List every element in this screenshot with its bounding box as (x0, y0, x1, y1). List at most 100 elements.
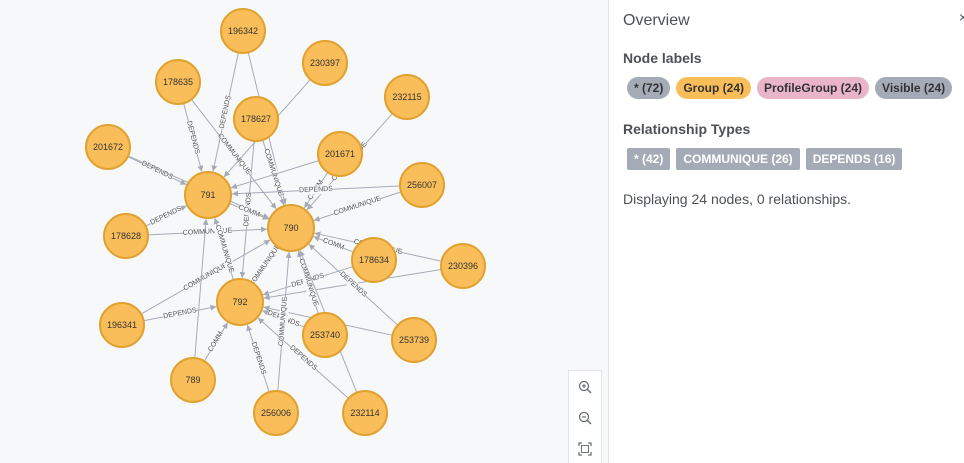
graph-node[interactable]: 790 (267, 204, 315, 252)
node-label: 201671 (325, 149, 355, 159)
relationship-edge[interactable] (230, 160, 320, 189)
graph-node[interactable]: 178635 (155, 59, 201, 105)
node_labels-chip[interactable]: Group (24) (676, 77, 752, 99)
graph-node[interactable]: 232114 (342, 390, 388, 436)
edge-label: DEPENDS (185, 120, 201, 155)
edge-label-background (162, 306, 198, 322)
node-circle[interactable] (220, 8, 266, 54)
relationship-edge[interactable]: DEPENDS (127, 156, 187, 186)
relationship_types-chip[interactable]: COMMUNIQUE (26) (676, 148, 800, 170)
node-label: 232115 (392, 92, 421, 102)
relationship-edge[interactable]: DEPENDS (143, 304, 217, 322)
graph-canvas[interactable]: DEPENDSCOMMUNIQUEDEPENDSQUECOMMUNIQUEDEP… (0, 0, 608, 463)
graph-node[interactable]: 256007 (399, 162, 445, 208)
relationship-edge[interactable]: DEPENDS (246, 324, 270, 393)
node-label: 178628 (111, 231, 141, 241)
edge-label-background (148, 204, 184, 228)
graph-node[interactable]: 201671 (317, 131, 363, 177)
graph-node[interactable]: 792 (216, 278, 264, 326)
edge-label-background (277, 297, 290, 346)
node-circle[interactable] (440, 243, 486, 289)
node-circle[interactable] (267, 204, 315, 252)
node-circle[interactable] (391, 317, 437, 363)
zoom-in-icon (578, 380, 592, 394)
edge-label: DEPENDS (163, 307, 198, 320)
edge-label-background (184, 119, 202, 156)
node-circle[interactable] (351, 237, 397, 283)
node-label: 791 (200, 190, 215, 200)
zoom-toolbar (568, 370, 602, 463)
graph-svg[interactable]: DEPENDSCOMMUNIQUEDEPENDSQUECOMMUNIQUEDEP… (0, 0, 608, 463)
edge-label: DEPENDS (149, 205, 183, 227)
relationship-edge[interactable] (194, 218, 209, 359)
fit-to-screen-button[interactable] (569, 433, 601, 463)
node-label: 792 (232, 297, 247, 307)
relationship-types-heading: Relationship Types (623, 121, 751, 137)
node_labels-chip[interactable]: ProfileGroup (24) (757, 77, 870, 99)
relationship_types-chip[interactable]: DEPENDS (16) (805, 148, 903, 170)
panel-divider (608, 0, 609, 463)
node-circle[interactable] (302, 40, 348, 86)
graph-node[interactable]: 178634 (351, 237, 397, 283)
edge-label-background (248, 243, 283, 288)
graph-node[interactable]: 178627 (233, 96, 279, 142)
graph-node[interactable]: 201672 (85, 124, 131, 170)
node_labels-chip[interactable]: * (72) (627, 77, 671, 99)
node-label: 256006 (261, 408, 291, 418)
relationship-edge[interactable]: COMM (313, 235, 354, 253)
node-circle[interactable] (342, 390, 388, 436)
edge-label: COMMUNIQUE (278, 296, 289, 346)
graph-node[interactable]: 230396 (440, 243, 486, 289)
node_labels-chip[interactable]: Visible (24) (875, 77, 953, 99)
edge-label-background (333, 194, 382, 218)
edge-label-background (183, 261, 229, 293)
graph-node[interactable]: 196342 (220, 8, 266, 54)
node-circle[interactable] (184, 171, 232, 219)
relationship-edge[interactable]: COMMUNIQUE (313, 191, 402, 222)
graph-node[interactable]: 230397 (302, 40, 348, 86)
node-circle[interactable] (399, 162, 445, 208)
edge-label-background (321, 236, 345, 253)
graph-node[interactable]: 253740 (302, 312, 348, 358)
node-circle[interactable] (317, 131, 363, 177)
zoom-in-button[interactable] (569, 371, 601, 402)
zoom-out-button[interactable] (569, 402, 601, 433)
edge-line[interactable] (194, 218, 209, 359)
zoom-out-icon (578, 411, 592, 425)
graph-node[interactable]: 232115 (384, 74, 430, 120)
edge-line[interactable] (230, 160, 320, 189)
graph-node[interactable]: 196341 (99, 302, 145, 348)
panel-title: Overview (623, 12, 690, 29)
graph-node[interactable]: 253739 (391, 317, 437, 363)
relationship_types-chip[interactable]: * (42) (627, 148, 671, 170)
node-circle[interactable] (170, 357, 216, 403)
node-circle[interactable] (384, 74, 430, 120)
relationship-edge[interactable]: COMMUNIQUE (277, 251, 292, 392)
node-labels-list: * (72)Group (24)ProfileGroup (24)Visible… (627, 77, 953, 99)
node-circle[interactable] (85, 124, 131, 170)
node-circle[interactable] (99, 302, 145, 348)
node-label: 256007 (407, 180, 437, 190)
close-panel-button[interactable]: × (959, 9, 964, 25)
node-circle[interactable] (103, 213, 149, 259)
node-circle[interactable] (155, 59, 201, 105)
relationship-edge[interactable]: DEPENDS (231, 184, 401, 197)
edge-label-background (248, 340, 268, 377)
relationship-edge[interactable]: COMM (203, 322, 229, 362)
graph-node[interactable]: 178628 (103, 213, 149, 259)
relationship-edge[interactable]: DEPENDS (145, 204, 187, 228)
graph-node[interactable]: 791 (184, 171, 232, 219)
node-circle[interactable] (233, 96, 279, 142)
node-circle[interactable] (253, 390, 299, 436)
relationship-edge[interactable]: COMMUNIQUE (147, 226, 268, 238)
relationship-edge[interactable]: DEPENDS (183, 103, 204, 172)
fit-screen-icon (578, 441, 592, 456)
edge-label-background (237, 203, 261, 220)
node-label: 196341 (107, 320, 137, 330)
graph-node[interactable]: 789 (170, 357, 216, 403)
edge-label-background (337, 269, 369, 300)
node-circle[interactable] (216, 278, 264, 326)
graph-node[interactable]: 256006 (253, 390, 299, 436)
node-circle[interactable] (302, 312, 348, 358)
edge-label-background (261, 148, 285, 197)
